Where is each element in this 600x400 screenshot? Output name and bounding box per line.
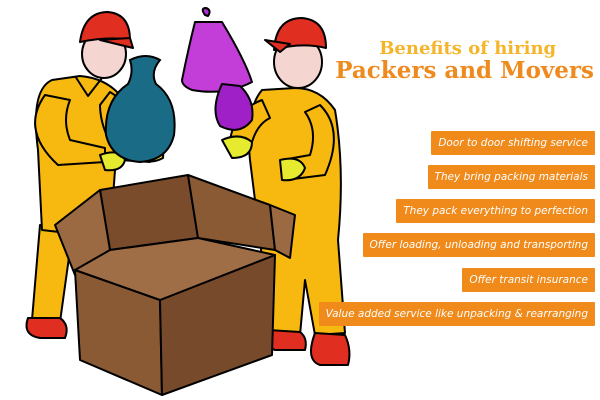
benefit-item: Offer transit insurance: [462, 268, 595, 292]
heading-line1: Benefits of hiring: [379, 38, 557, 59]
page-heading: Benefits of hiring Packers and Movers: [335, 38, 594, 84]
benefit-item: Value added service like unpacking & rea…: [318, 302, 595, 326]
vase: [104, 55, 176, 164]
benefit-item: Offer loading, unloading and transportin…: [362, 233, 595, 257]
benefit-item: They bring packing materials: [427, 165, 595, 189]
heading-line2: Packers and Movers: [335, 56, 594, 84]
lamp: [181, 7, 254, 131]
benefit-item: They pack everything to perfection: [396, 199, 595, 223]
benefit-item: Door to door shifting service: [431, 131, 595, 155]
cardboard-box: [54, 174, 296, 396]
